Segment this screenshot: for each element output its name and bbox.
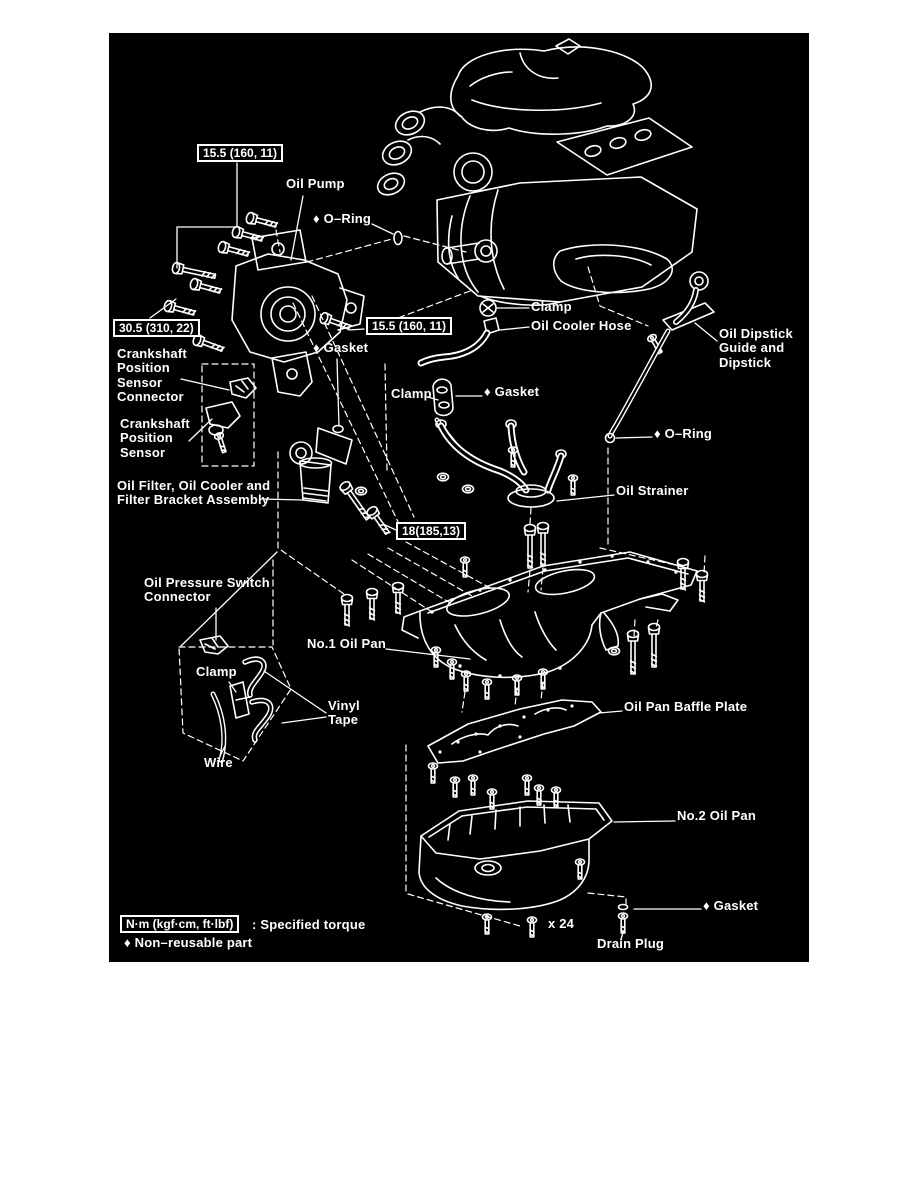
- oil-cooler-hose-parts: [417, 299, 500, 367]
- torque-spec-strainer: 18(185,13): [396, 522, 467, 540]
- label-no1-oil-pan: No.1 Oil Pan: [307, 636, 386, 651]
- legend-torque-meaning: : Specified torque: [252, 917, 366, 932]
- legend-nonreusable: ♦ Non–reusable part: [124, 935, 253, 950]
- label-no2-oil-pan: No.2 Oil Pan: [677, 808, 756, 823]
- baffle-plate-parts: [427, 699, 602, 810]
- wire-routing-parts: [199, 635, 274, 763]
- label-cps-connector: Crankshaft Position Sensor Connector: [117, 346, 187, 404]
- oil-strainer-parts: [432, 378, 579, 508]
- label-oil-strainer: Oil Strainer: [616, 483, 689, 498]
- label-oil-pump: Oil Pump: [286, 176, 345, 191]
- drain-plug-part: [617, 912, 629, 934]
- dashed-alignment-lines: [178, 229, 706, 927]
- label-o-ring-right: ♦ O–Ring: [654, 426, 713, 441]
- label-gasket-left: ♦ Gasket: [313, 340, 369, 355]
- no1-oil-pan-parts: [340, 521, 709, 700]
- legend-torque-box: N·m (kgf·cm, ft·lbf): [120, 915, 240, 933]
- label-oil-cooler-hose: Oil Cooler Hose: [531, 318, 632, 333]
- label-oil-dipstick: Oil Dipstick Guide and Dipstick: [719, 326, 793, 370]
- label-o-ring-top: ♦ O–Ring: [313, 211, 372, 226]
- no2-oil-pan-parts: [418, 800, 629, 938]
- engine-assembly: [376, 38, 698, 306]
- label-wire: Wire: [204, 755, 233, 770]
- torque-spec-pump-bolts: 30.5 (310, 22): [113, 319, 200, 337]
- label-oil-pressure-switch: Oil Pressure Switch Connector: [144, 575, 270, 605]
- label-oil-filter: Oil Filter, Oil Cooler and Filter Bracke…: [117, 478, 271, 508]
- o-ring-right-part: [604, 432, 616, 444]
- label-cps-sensor: Crankshaft Position Sensor: [120, 416, 190, 460]
- diagram-canvas: [109, 33, 809, 962]
- leader-lines: [149, 162, 718, 941]
- label-clamp-hose: Clamp: [531, 299, 572, 314]
- label-vinyl-tape: Vinyl Tape: [328, 698, 360, 728]
- label-drain-plug: Drain Plug: [597, 936, 665, 951]
- label-clamp-mid: Clamp: [391, 386, 432, 401]
- torque-spec-oil-pump-top: 15.5 (160, 11): [197, 144, 284, 162]
- label-gasket-bottom: ♦ Gasket: [703, 898, 759, 913]
- dipstick-parts: [604, 271, 715, 444]
- gasket-washer-part: [332, 424, 344, 434]
- drain-plug-gasket-part: [617, 903, 629, 911]
- oil-filter-assembly: [289, 424, 394, 538]
- label-bolt-count: x 24: [548, 916, 575, 931]
- label-clamp-bottom: Clamp: [196, 664, 237, 679]
- oil-pump-assembly: [162, 210, 403, 397]
- label-gasket-mid: ♦ Gasket: [484, 384, 540, 399]
- torque-spec-pump-lower: 15.5 (160, 11): [366, 317, 453, 335]
- crankshaft-position-sensor-parts: [205, 377, 257, 455]
- label-baffle-plate: Oil Pan Baffle Plate: [624, 699, 748, 714]
- o-ring-top-part: [393, 230, 403, 246]
